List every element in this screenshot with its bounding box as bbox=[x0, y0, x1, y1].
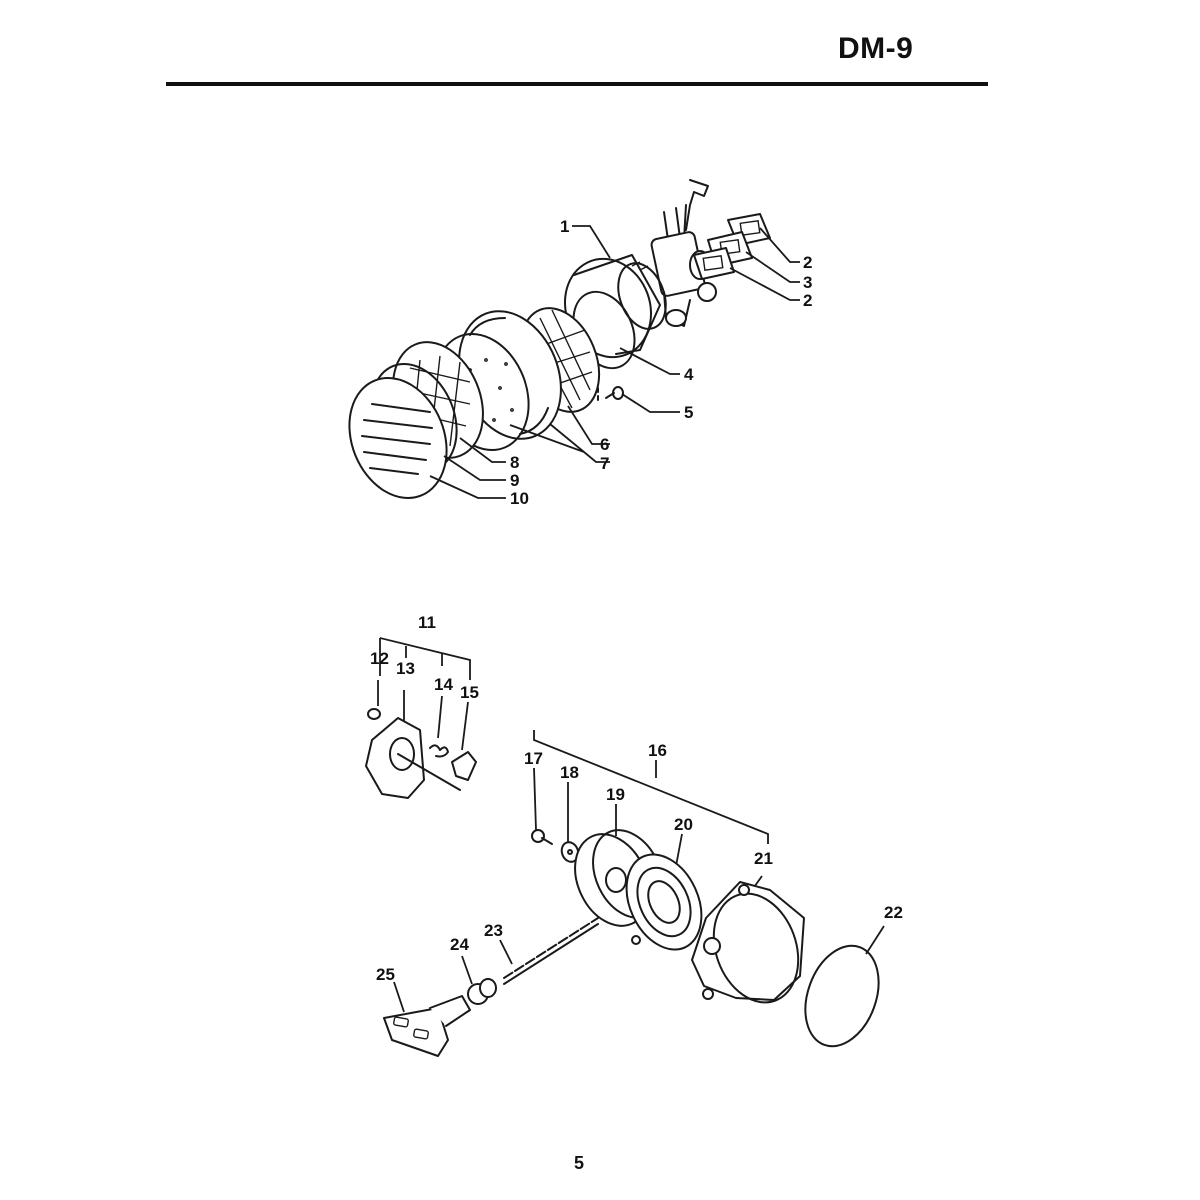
callout-17: 17 bbox=[524, 749, 543, 768]
clip-part-12 bbox=[367, 680, 381, 720]
callout-12: 12 bbox=[370, 649, 389, 668]
rope-guide-part-24 bbox=[461, 955, 497, 1005]
rope-part-23 bbox=[499, 917, 599, 985]
pawl-housing-part-13 bbox=[365, 690, 461, 799]
gasket-lower bbox=[693, 247, 735, 280]
callout-20: 20 bbox=[674, 815, 693, 834]
callout-18: 18 bbox=[560, 763, 579, 782]
seal-part-22 bbox=[804, 925, 885, 1048]
pawl-assembly: 11 12 13 14 15 bbox=[365, 613, 479, 799]
callout-15: 15 bbox=[460, 683, 479, 702]
spring-part-14 bbox=[429, 695, 449, 758]
upper-callout-labels: 1 2 3 2 4 5 6 7 8 9 10 bbox=[510, 217, 812, 508]
callout-2-lower: 2 bbox=[803, 291, 812, 310]
callout-14: 14 bbox=[434, 675, 453, 694]
model-code: DM-9 bbox=[838, 32, 914, 65]
pawl-part-15 bbox=[451, 701, 477, 781]
upper-leaders bbox=[429, 225, 800, 499]
starter-handle-part-25 bbox=[383, 981, 471, 1057]
callout-1: 1 bbox=[560, 217, 569, 236]
callout-11: 11 bbox=[418, 613, 436, 632]
callout-16: 16 bbox=[648, 741, 667, 760]
cleaner-cover-part-10 bbox=[348, 376, 448, 500]
recoil-spring-part-20 bbox=[625, 833, 703, 951]
recoil-starter-assembly: 16 17 18 19 20 21 22 23 24 25 bbox=[376, 730, 903, 1057]
callout-25: 25 bbox=[376, 965, 395, 984]
callout-3: 3 bbox=[803, 273, 812, 292]
starter-case-part-21 bbox=[691, 875, 805, 1004]
callout-5: 5 bbox=[684, 403, 693, 422]
callout-13: 13 bbox=[396, 659, 415, 678]
bolt-part-5 bbox=[597, 371, 624, 405]
callout-10: 10 bbox=[510, 489, 529, 508]
callout-4: 4 bbox=[684, 365, 694, 384]
callout-24: 24 bbox=[450, 935, 469, 954]
callout-21: 21 bbox=[754, 849, 773, 868]
callout-9: 9 bbox=[510, 471, 519, 490]
callout-7: 7 bbox=[600, 454, 609, 473]
page-number: 5 bbox=[574, 1153, 585, 1173]
callout-8: 8 bbox=[510, 453, 519, 472]
screw-part-17 bbox=[531, 767, 553, 845]
header-rule bbox=[166, 82, 988, 86]
callout-2-upper: 2 bbox=[803, 253, 812, 272]
callout-23: 23 bbox=[484, 921, 503, 940]
callout-22: 22 bbox=[884, 903, 903, 922]
air-cleaner-assembly bbox=[348, 179, 771, 500]
callout-19: 19 bbox=[606, 785, 625, 804]
callout-6: 6 bbox=[600, 435, 609, 454]
washer-part-18 bbox=[560, 782, 580, 863]
